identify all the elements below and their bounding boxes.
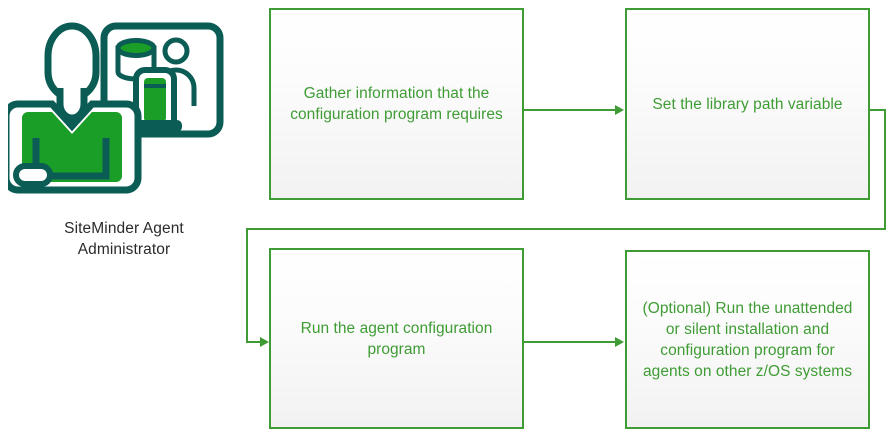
actor-group: SiteMinder Agent Administrator [0,0,248,270]
process-box-gather-information[interactable]: Gather information that the configuratio… [269,8,524,200]
actor-caption: SiteMinder Agent Administrator [0,218,248,260]
process-box-label: (Optional) Run the unattended or silent … [642,299,853,380]
connector-libpath-to-runcfg-segment-right [870,109,886,111]
process-box-run-agent-configuration[interactable]: Run the agent configuration program [269,248,524,429]
arrowhead-icon [260,337,269,347]
process-box-label: Run the agent configuration program [300,319,493,358]
process-box-label: Gather information that the configuratio… [290,85,503,123]
actor-caption-line-1: SiteMinder Agent [64,220,184,237]
process-box-label: Set the library path variable [652,95,843,113]
arrowhead-icon [615,105,624,115]
actor-caption-line-2: Administrator [77,241,171,258]
connector-gather-to-libpath [524,109,617,111]
process-box-optional-unattended-install[interactable]: (Optional) Run the unattended or silent … [625,250,870,429]
arrowhead-icon [615,337,624,347]
connector-libpath-to-runcfg-segment-down-2 [246,228,248,343]
siteminder-agent-administrator-icon [2,8,232,208]
connector-libpath-to-runcfg-segment-down [884,109,886,230]
process-box-set-library-path[interactable]: Set the library path variable [625,8,870,200]
connector-runcfg-to-optional [524,341,617,343]
connector-libpath-to-runcfg-segment-left [246,228,886,230]
connector-libpath-to-runcfg-segment-in [246,341,263,343]
